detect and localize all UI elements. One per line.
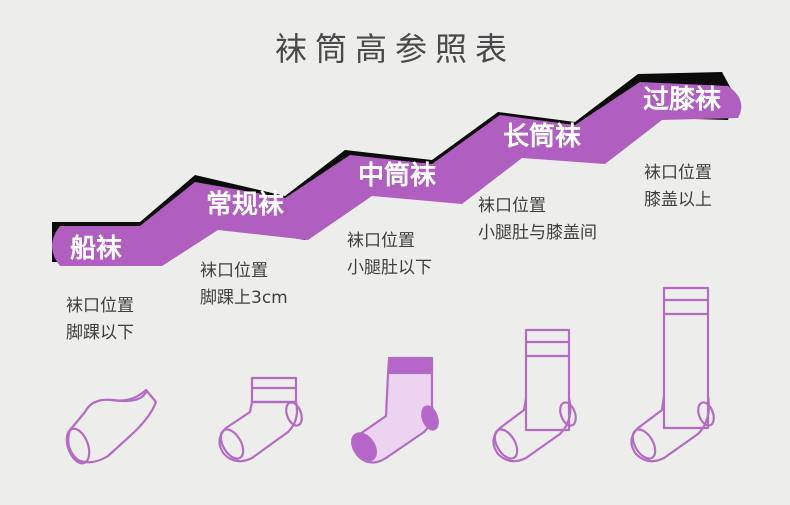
ankle-sock-icon xyxy=(218,376,303,463)
no-show-sock-icon xyxy=(65,388,158,465)
tier-label-ankle: 常规袜 xyxy=(206,190,285,220)
tier-label-calf: 长筒袜 xyxy=(503,122,582,152)
tier-desc-over-knee: 袜口位置 膝盖以上 xyxy=(644,160,712,214)
tier-desc-calf: 袜口位置 小腿肚与膝盖间 xyxy=(478,193,597,247)
tier-desc-crew: 袜口位置 小腿肚以下 xyxy=(347,228,432,282)
desc-line: 小腿肚以下 xyxy=(347,258,432,278)
page-title: 袜筒高参照表 xyxy=(274,30,515,68)
desc-line: 脚踝上3cm xyxy=(200,288,288,308)
desc-line: 脚踝以下 xyxy=(66,323,134,343)
desc-line: 小腿肚与膝盖间 xyxy=(478,223,597,243)
crew-sock-icon xyxy=(351,356,439,464)
desc-line: 袜口位置 xyxy=(200,261,268,281)
tier-label-crew: 中筒袜 xyxy=(358,161,437,191)
calf-sock-icon xyxy=(492,328,577,463)
staircase-band xyxy=(52,82,742,266)
tier-label-over-knee: 过膝袜 xyxy=(643,85,722,115)
over-knee-sock-icon xyxy=(630,286,715,463)
tier-desc-no-show: 袜口位置 脚踝以下 xyxy=(66,293,134,347)
tier-desc-ankle: 袜口位置 脚踝上3cm xyxy=(200,258,288,312)
tier-label-no-show: 船袜 xyxy=(70,234,123,264)
desc-line: 膝盖以上 xyxy=(644,190,712,210)
desc-line: 袜口位置 xyxy=(644,163,712,183)
desc-line: 袜口位置 xyxy=(478,196,546,216)
desc-line: 袜口位置 xyxy=(66,296,134,316)
desc-line: 袜口位置 xyxy=(347,231,415,251)
